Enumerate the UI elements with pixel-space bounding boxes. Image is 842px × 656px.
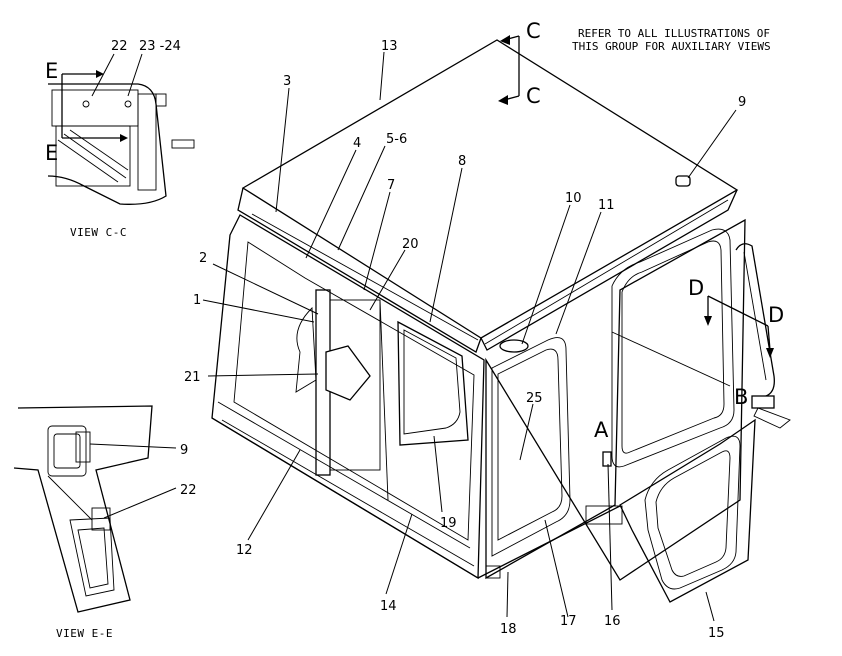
section-b-label: B: [734, 385, 748, 409]
callout-19: 19: [440, 516, 457, 531]
corner-foot: [485, 565, 501, 579]
note-line-2: THIS GROUP FOR AUXILIARY VIEWS: [572, 40, 771, 53]
callout-11: 11: [598, 198, 615, 213]
callout-21: 21: [184, 370, 201, 385]
callout-9: 9: [738, 95, 746, 110]
seat-curtain: [295, 306, 317, 393]
view-e-e-callout-9: 9: [180, 443, 188, 458]
door-panel: [619, 418, 756, 603]
callout-1: 1: [193, 293, 201, 308]
callout-14: 14: [380, 599, 397, 614]
callout-4: 4: [353, 136, 361, 151]
handrail: [735, 243, 775, 401]
section-c-bottom-label: C: [526, 84, 541, 108]
roof-panel: [241, 39, 739, 339]
callout-12: 12: [236, 543, 253, 558]
mirror-10: [499, 339, 529, 353]
bracket-b: [751, 395, 775, 409]
front-glass: [491, 337, 571, 557]
callout-20: 20: [402, 237, 419, 252]
section-c-top-label: C: [526, 19, 541, 43]
callout-13: 13: [381, 39, 398, 54]
step-plate: [585, 505, 623, 525]
view-c-c-title: VIEW C-C: [70, 226, 127, 239]
roof-edge-right: [480, 189, 738, 351]
section-e-bottom-label: E: [45, 141, 58, 165]
section-c-c: C C: [498, 19, 541, 108]
rear-window: [611, 228, 735, 468]
callout-leaders: [202, 51, 737, 622]
view-e-e-callout-22: 22: [180, 483, 197, 498]
section-d-d: D D: [688, 276, 784, 358]
callout-5-6: 5-6: [386, 132, 407, 147]
callout-25: 25: [526, 391, 543, 406]
section-e-top-label: E: [45, 59, 58, 83]
roof-lamp: [675, 175, 691, 187]
cab-assembly: [211, 39, 791, 603]
callout-8: 8: [458, 154, 466, 169]
view-e-e-inset: 9 22 VIEW E-E: [13, 405, 197, 640]
callout-3: 3: [283, 74, 291, 89]
latch-a: [602, 451, 612, 467]
section-a-label: A: [594, 418, 609, 442]
callout-15: 15: [708, 626, 725, 641]
callout-17: 17: [560, 614, 577, 629]
view-c-c-callout-23-24: 23 -24: [139, 39, 181, 54]
callout-16: 16: [604, 614, 621, 629]
view-c-c-inset: 22 23 -24 E E VIEW C-C: [45, 39, 195, 239]
callout-7: 7: [387, 178, 395, 193]
door-glass: [644, 435, 741, 590]
note-line-1: REFER TO ALL ILLUSTRATIONS OF: [578, 27, 770, 40]
roof-edge: [237, 187, 482, 353]
section-d-left-label: D: [688, 276, 704, 300]
view-e-e-title: VIEW E-E: [56, 627, 113, 640]
control-console: [325, 345, 371, 401]
callout-2: 2: [199, 251, 207, 266]
callout-18: 18: [500, 622, 517, 637]
front-frame: [485, 218, 746, 581]
view-c-c-callout-22: 22: [111, 39, 128, 54]
inner-door: [397, 320, 469, 446]
callout-10: 10: [565, 191, 582, 206]
section-d-right-label: D: [768, 303, 784, 327]
